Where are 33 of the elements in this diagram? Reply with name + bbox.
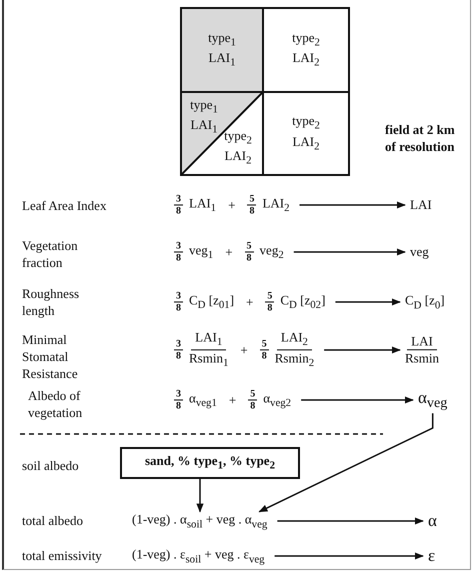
row-label: soil albedo <box>22 458 79 475</box>
result-term: α$_{veg}$ <box>418 388 448 412</box>
arrow <box>294 248 406 256</box>
input-box: sand, % type$_{1}$, % type$_{2}$ <box>120 447 300 479</box>
arrow <box>300 201 406 209</box>
arrow <box>301 396 414 404</box>
result-term: LAI <box>410 197 432 213</box>
arrow <box>258 413 434 512</box>
result-term: LAI Rsmin <box>405 333 439 367</box>
grid-cell: type$_{2}$ LAI$_{2}$ <box>262 7 350 93</box>
row-label: Minimal Stomatal Resistance <box>22 332 79 383</box>
formula: (1-veg) . α$_{soil}$ + veg . α$_{veg}$ <box>132 512 268 530</box>
arrow <box>196 479 204 513</box>
arrow <box>277 517 424 525</box>
row-label: Leaf Area Index <box>22 198 106 215</box>
formula: (1-veg) . ε$_{soil}$ + veg . ε$_{veg}$ <box>132 546 265 566</box>
result-term: veg <box>410 244 429 260</box>
arrow <box>335 298 401 306</box>
arrow <box>274 552 424 560</box>
shaded-grid-cell: type$_{1}$ LAI$_{1}$ <box>180 7 264 93</box>
row-label: total albedo <box>22 513 84 530</box>
result-term: ε <box>428 546 436 566</box>
formula: 3 8 LAI$_{1}$ Rsmin$_{1}$ + 5 8 LAI$_{2}$ Rsmin$_{2}$ <box>174 329 314 371</box>
result-term: C$_{D}$ [z$_{0}$] <box>405 292 445 312</box>
note: field at 2 km of resolution <box>385 122 456 156</box>
grid-cell: type$_{2}$ LAI$_{2}$ <box>262 91 350 176</box>
row-label: Vegetation fraction <box>22 238 79 272</box>
row-label: Roughness length <box>22 286 80 320</box>
row-label: Albedo of vegetation <box>28 388 84 422</box>
arrow <box>324 346 401 354</box>
split-grid-cell: type$_{1}$ LAI$_{1}$ type$_{2}$ LAI$_{2}$ <box>180 91 264 176</box>
result-term: α <box>428 511 437 531</box>
row-label: total emissivity <box>22 548 102 565</box>
